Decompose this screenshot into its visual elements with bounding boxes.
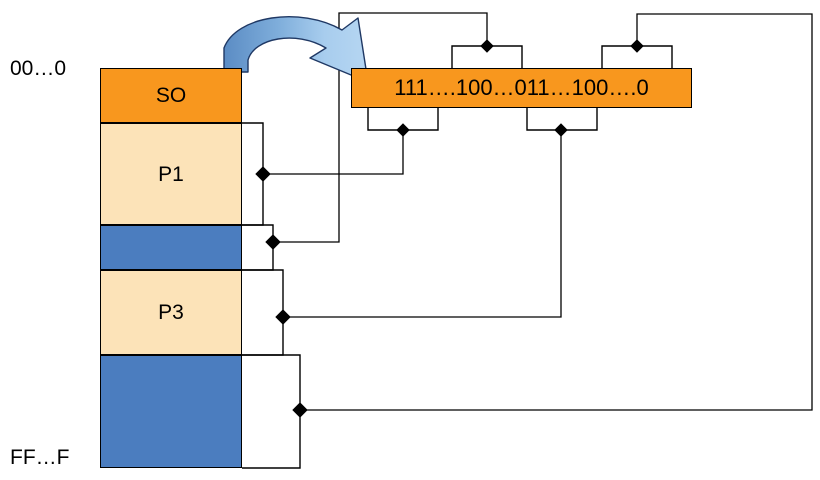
memory-block-so[interactable]: SO: [100, 68, 242, 123]
memory-block-p1[interactable]: P1: [100, 123, 242, 225]
diamond-p3: [275, 309, 291, 325]
diamond-p1: [255, 166, 271, 182]
diamond-bitmap-bottom-right: [554, 123, 568, 137]
bracket-free-lower-path: [242, 354, 301, 469]
memory-block-label: P3: [158, 301, 184, 324]
bitmap-bar-text: 111….100…011…100….0: [394, 75, 649, 100]
curved-mapping-arrow: [223, 16, 369, 83]
memory-block-label: SO: [155, 84, 187, 107]
diamond-bitmap-bottom-left: [396, 123, 410, 137]
junction-diamonds: [255, 39, 644, 418]
bracket-p3-path: [242, 269, 284, 356]
wire-free-lower-to-bitmap: [300, 13, 813, 411]
diamond-bitmap-top-right: [630, 39, 644, 53]
address-label-bottom: FF…F: [10, 446, 70, 469]
bitmap-bar[interactable]: 111….100…011…100….0: [351, 68, 692, 108]
diamond-free-upper: [265, 234, 281, 250]
diamond-bitmap-top-left: [480, 39, 494, 53]
address-label-top: 00…0: [10, 57, 67, 80]
wire-p3-to-bitmap: [283, 130, 562, 318]
memory-block-free-lower[interactable]: [100, 355, 242, 468]
wire-p1-to-bitmap: [263, 130, 404, 175]
memory-block-label: P1: [158, 162, 184, 186]
memory-block-free-upper[interactable]: [100, 225, 242, 270]
memory-block-p3[interactable]: P3: [100, 270, 242, 355]
wire-free-upper-to-bitmap: [273, 12, 488, 243]
diamond-free-lower: [292, 402, 308, 418]
bracket-free-upper-path: [242, 224, 274, 271]
